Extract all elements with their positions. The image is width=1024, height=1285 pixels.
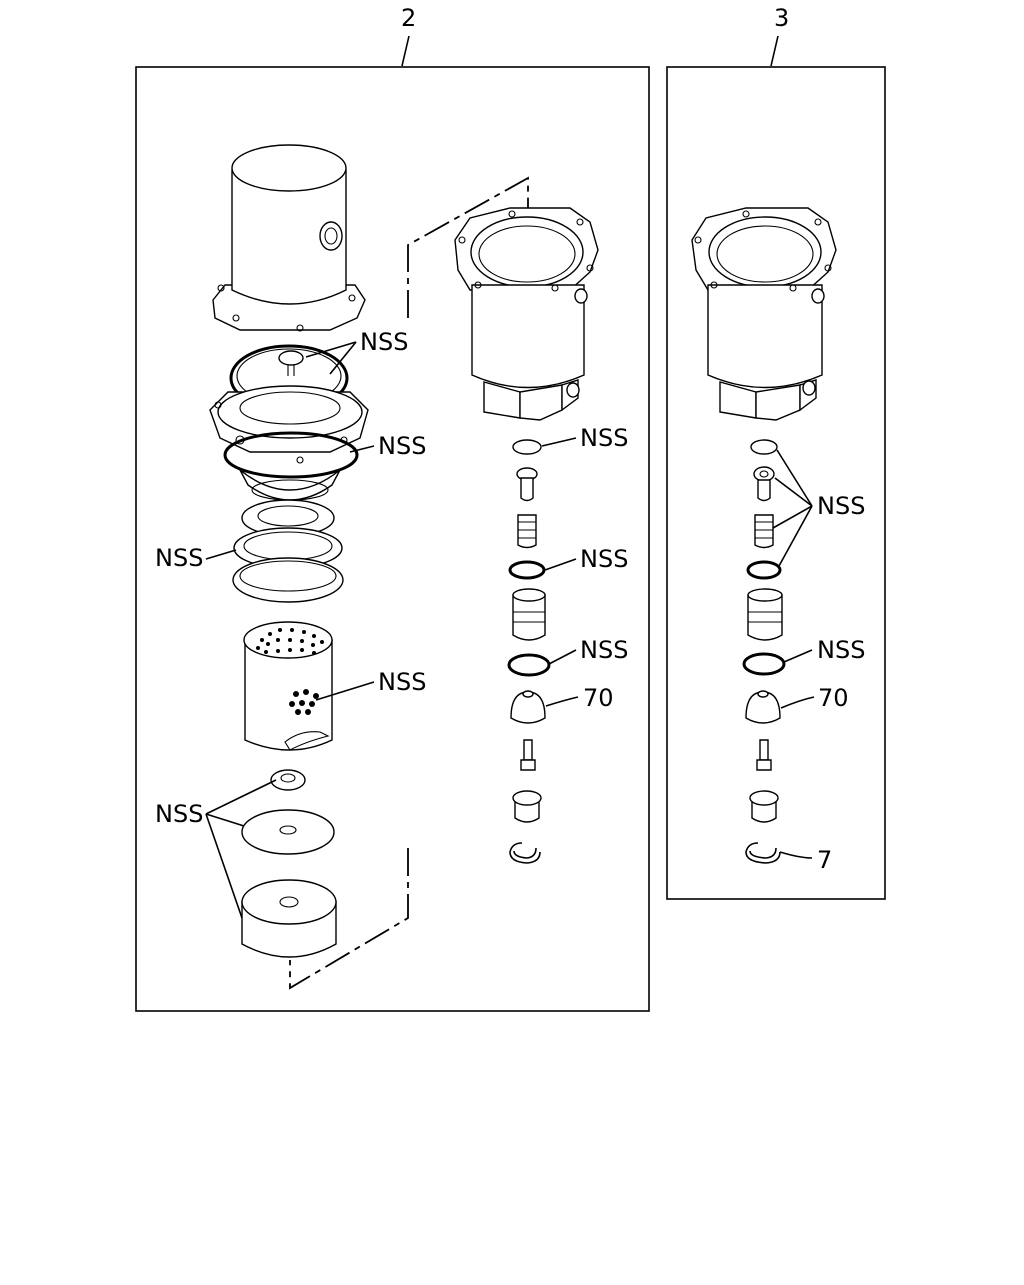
label-nss-housing-gasket: NSS bbox=[378, 432, 426, 460]
label-nss-oring-top: NSS bbox=[580, 424, 628, 452]
callout-2: 2 bbox=[401, 4, 416, 32]
valve-parts-right-drawing bbox=[742, 439, 786, 864]
label-cap-70-left: 70 bbox=[583, 684, 614, 712]
seal-stack-drawing bbox=[232, 499, 344, 603]
label-snap-ring-7: 7 bbox=[817, 846, 832, 874]
label-nss-valve-group: NSS bbox=[817, 492, 865, 520]
bowl-drawing bbox=[454, 207, 599, 421]
filter-element-drawing bbox=[243, 621, 333, 751]
panel-right-frame bbox=[666, 66, 886, 900]
label-cap-70-right: 70 bbox=[818, 684, 849, 712]
valve-parts-left-drawing bbox=[507, 439, 551, 864]
panel-left-frame bbox=[135, 66, 650, 1012]
right-labels: NSS NSS 70 7 bbox=[772, 449, 865, 874]
label-nss-oring-low: NSS bbox=[580, 636, 628, 664]
lower-parts-drawing bbox=[241, 769, 337, 958]
label-nss-lower-parts: NSS bbox=[155, 800, 203, 828]
callout-3: 3 bbox=[774, 4, 789, 32]
cover-drawing bbox=[212, 144, 366, 332]
label-nss-oring-mid: NSS bbox=[580, 545, 628, 573]
left-labels: NSS NSS NSS NSS NSS NSS NSS NSS 70 bbox=[155, 328, 628, 919]
callout-3-leader bbox=[770, 35, 779, 67]
callout-2-leader bbox=[401, 35, 410, 67]
label-nss-seal-ring: NSS bbox=[155, 544, 203, 572]
label-nss-filter-element: NSS bbox=[378, 668, 426, 696]
assembly-line-bottom bbox=[289, 848, 409, 990]
housing-drawing bbox=[209, 385, 369, 501]
filter-perforations bbox=[256, 628, 324, 715]
label-nss-oring-right: NSS bbox=[817, 636, 865, 664]
bowl-right-drawing bbox=[691, 207, 837, 421]
label-nss-cover-plate: NSS bbox=[360, 328, 408, 356]
